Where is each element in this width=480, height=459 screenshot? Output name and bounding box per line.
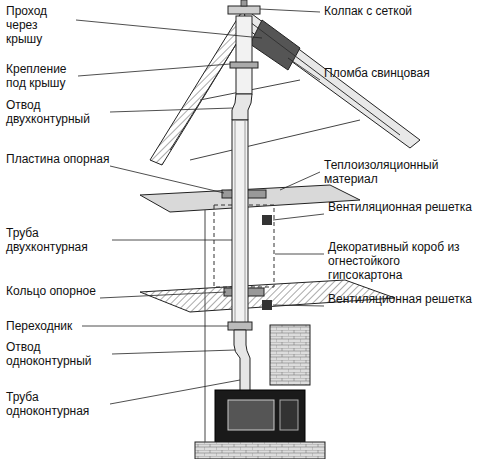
roof: [150, 8, 420, 165]
stove: [195, 325, 325, 459]
part-label: Кольцо опорное: [6, 284, 100, 298]
double-wall-pipe: [228, 0, 260, 330]
part-label: Переходник: [6, 319, 82, 333]
vent-grille: [262, 215, 272, 225]
vent-grille: [262, 300, 272, 310]
part-label: Пломба свинцовая: [324, 66, 474, 80]
part-label: Пластина опорная: [6, 152, 110, 166]
part-label: Проход через крышу: [6, 4, 76, 46]
part-label: Вентиляционная решетка: [328, 200, 474, 214]
leader-lines: [76, 9, 324, 404]
part-label: Вентиляционная решетка: [328, 292, 474, 306]
part-label: Отвод двухконтурный: [6, 98, 110, 126]
attic-floor: [140, 185, 360, 212]
part-label: Труба одноконтурная: [6, 390, 110, 418]
part-label: Отвод одноконтурный: [6, 340, 110, 368]
part-label: Теплоизоляционный материал: [324, 158, 474, 186]
single-wall-pipe: [234, 330, 250, 392]
part-label: Труба двухконтурная: [6, 226, 110, 254]
part-label: Крепление под крышу: [6, 62, 86, 90]
part-label: Декоративный короб из огнестойкого гипсо…: [328, 240, 474, 282]
part-label: Колпак с сеткой: [324, 4, 474, 18]
